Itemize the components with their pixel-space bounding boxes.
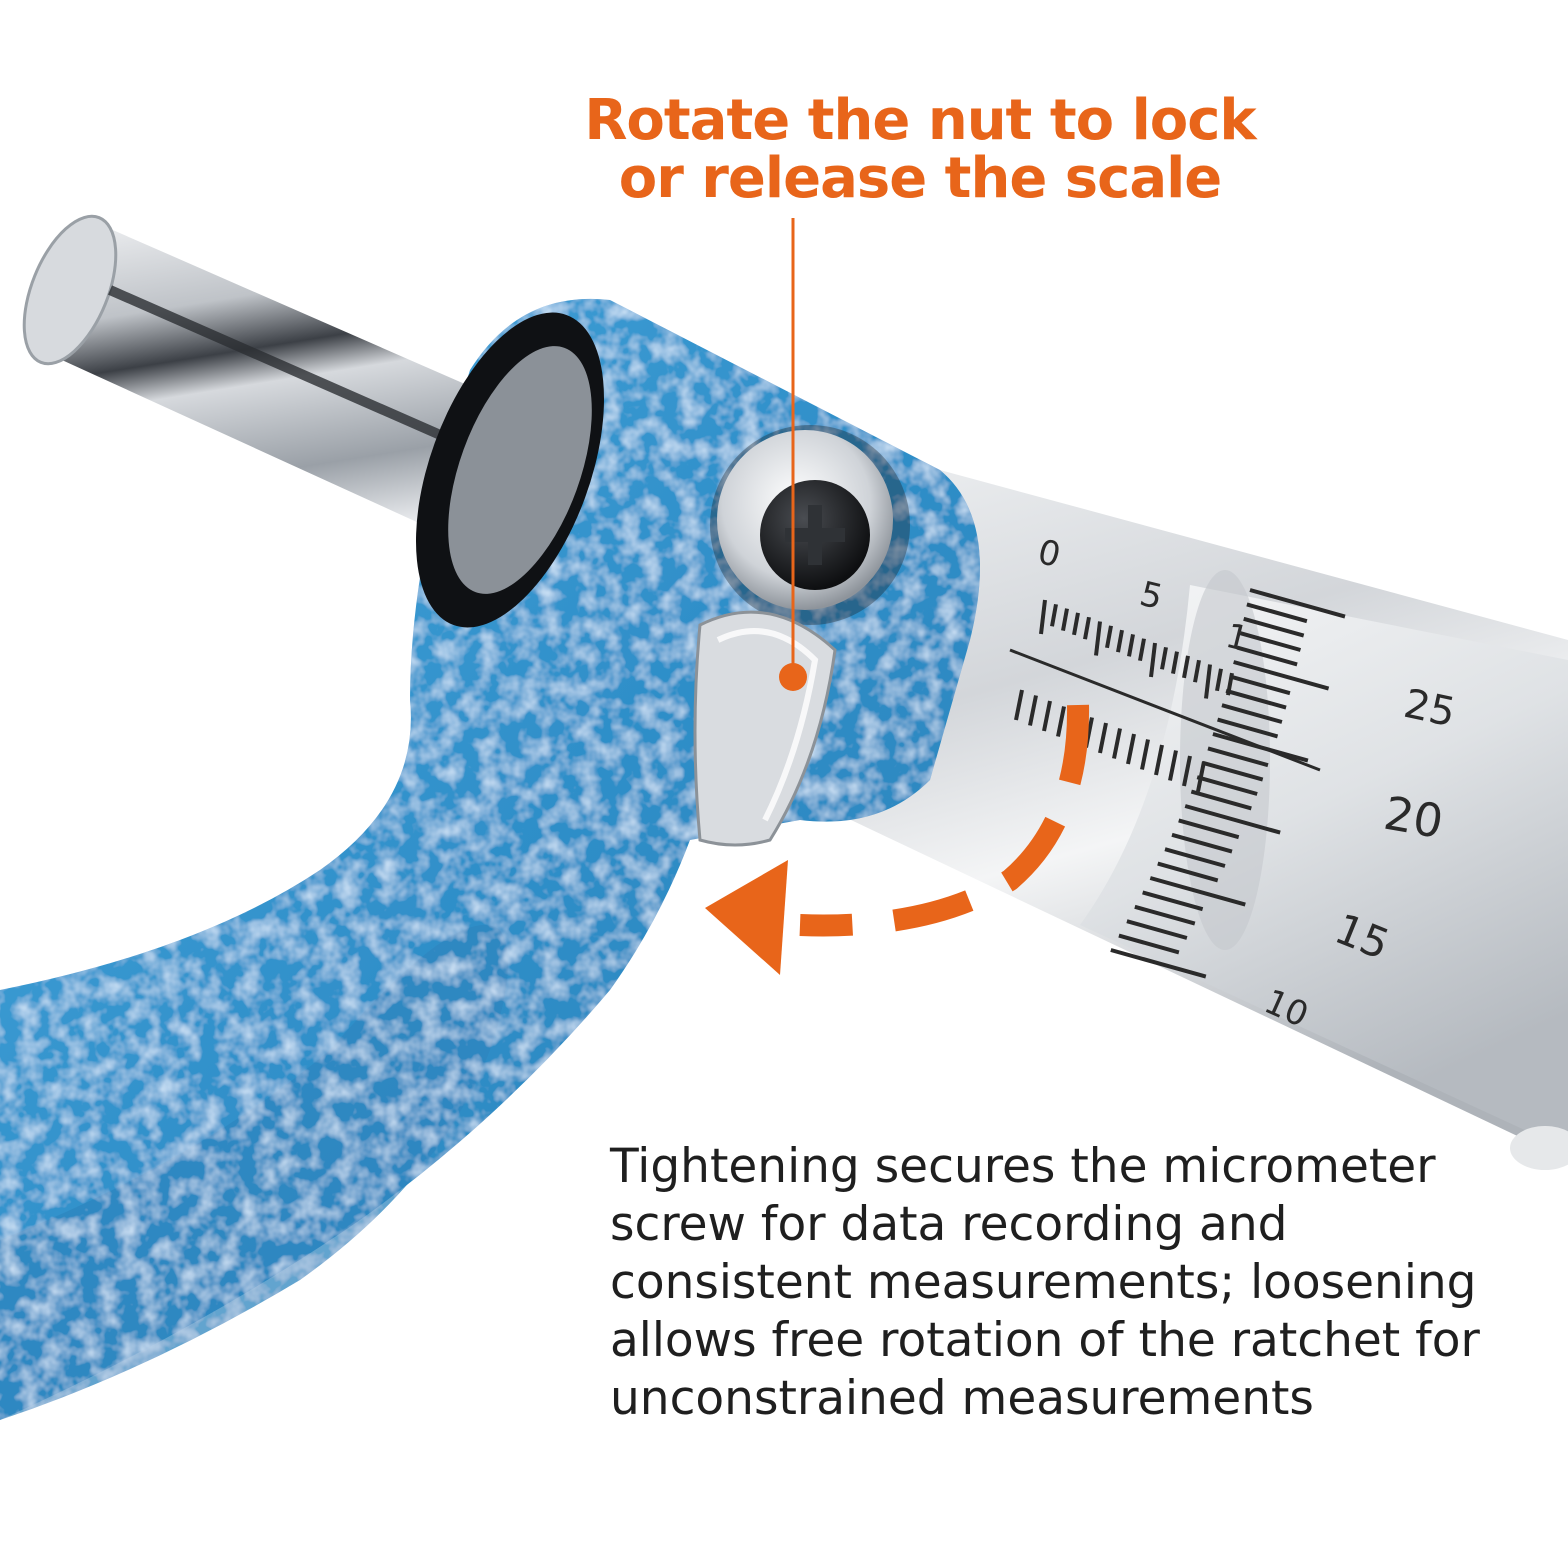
- anvil-bushing: [415, 312, 605, 628]
- sleeve-tick: [1094, 621, 1102, 656]
- sleeve-tick-lower: [1154, 744, 1164, 776]
- thimble-tick: [1246, 602, 1308, 624]
- thimble-tick: [1236, 645, 1298, 667]
- thimble-tick: [1149, 876, 1246, 907]
- thimble-tick: [1243, 616, 1305, 638]
- thimble-tick: [1157, 861, 1219, 883]
- phillips-cross-icon: [785, 505, 845, 565]
- callout-dot: [779, 663, 807, 691]
- sleeve-tick: [1149, 642, 1157, 678]
- sleeve-tick-lower: [1098, 722, 1108, 754]
- sleeve-tick-lower: [1126, 733, 1136, 765]
- sleeve-tick: [1061, 608, 1069, 631]
- thimble-tick: [1184, 804, 1281, 835]
- sleeve-tick-lower: [1028, 695, 1038, 726]
- thimble-tick: [1126, 919, 1188, 940]
- sleeve-tick: [1215, 668, 1223, 692]
- thimble-tick: [1134, 904, 1196, 926]
- thimble-tick: [1225, 688, 1287, 710]
- thimble-tick: [1233, 660, 1330, 691]
- thimble-tick: [1202, 760, 1264, 782]
- thimble-tick: [1164, 847, 1226, 868]
- thimble-tick: [1171, 832, 1233, 854]
- callout-headline: Rotate the nut to lock or release the sc…: [560, 92, 1280, 208]
- description-text: Tightening secures the micrometer screw …: [610, 1139, 1480, 1426]
- thimble-tick: [1178, 818, 1240, 840]
- sleeve-tick-lower: [1168, 750, 1178, 781]
- sleeve-tick: [1050, 603, 1058, 627]
- sleeve-tick: [1116, 629, 1124, 653]
- thimble-label-25: 25: [1400, 681, 1459, 737]
- sleeve-tick: [1138, 638, 1146, 662]
- sleeve-tick: [1083, 616, 1091, 640]
- sleeve-tick-lower: [1014, 689, 1024, 721]
- thimble-tick: [1239, 631, 1302, 652]
- arrow-head-icon: [705, 860, 788, 975]
- sleeve-tick: [1193, 659, 1201, 683]
- thimble-scale-ticks: [1110, 588, 1346, 979]
- sleeve-tick: [1072, 612, 1080, 636]
- sleeve-tick: [1039, 599, 1047, 635]
- thimble-tick: [1221, 703, 1283, 724]
- thimble-tick: [1249, 588, 1346, 619]
- thimble-tick: [1190, 789, 1252, 811]
- sleeve-tick-lower: [1042, 700, 1052, 732]
- thimble-tick: [1110, 948, 1207, 979]
- sleeve-tick: [1160, 646, 1168, 670]
- sleeve-tick: [1127, 634, 1135, 657]
- micrometer-frame: [0, 298, 980, 1420]
- thimble-tick: [1142, 890, 1204, 912]
- thimble-tick: [1207, 746, 1269, 768]
- lock-nut: [710, 425, 910, 625]
- sleeve-tick: [1171, 651, 1179, 674]
- rotation-direction-arrow: [799, 704, 1090, 937]
- sleeve-tick-lower: [1140, 739, 1150, 770]
- thimble-tick: [1217, 717, 1279, 739]
- headline-line-1: Rotate the nut to lock: [584, 88, 1256, 153]
- sleeve-tick-lower: [1182, 755, 1192, 787]
- sleeve-tick-lower: [1112, 728, 1122, 759]
- sleeve-tick: [1182, 655, 1190, 679]
- headline-line-2: or release the scale: [618, 146, 1223, 211]
- thimble-tick: [1229, 674, 1291, 696]
- thimble-tick: [1196, 775, 1258, 796]
- thimble-tick: [1118, 933, 1180, 955]
- sleeve-index-line: [1009, 648, 1321, 772]
- sleeve-tick: [1105, 625, 1113, 649]
- thimble-label-20: 20: [1380, 786, 1447, 849]
- sleeve-tick: [1204, 664, 1212, 699]
- sleeve-tick-lower: [1056, 706, 1066, 737]
